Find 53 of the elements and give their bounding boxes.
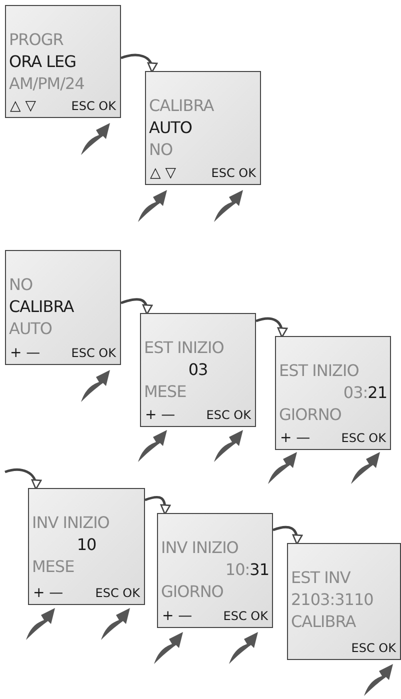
- display-text: INV INIZIO: [161, 538, 240, 558]
- lcd-screen: [287, 543, 401, 660]
- soft-key-labels: △ ▽: [10, 99, 36, 114]
- display-text: ORA LEG: [9, 52, 78, 72]
- display-text: AUTO: [149, 118, 194, 138]
- display-text: 10: [76, 535, 98, 555]
- soft-key-labels: + —: [10, 346, 40, 361]
- soft-key-labels: + —: [145, 408, 176, 423]
- soft-key-labels: + —: [162, 609, 192, 624]
- display-text: GIORNO: [161, 582, 224, 602]
- display-text: INV INIZIO: [32, 513, 110, 533]
- arrow: [120, 54, 157, 73]
- display-text: EST INV: [291, 568, 352, 588]
- display-text: MESE: [32, 557, 76, 577]
- lcd-screen: [157, 513, 273, 628]
- soft-key-labels: ESC OK: [95, 586, 140, 601]
- lcd-screen: [275, 336, 391, 450]
- soft-key-labels: + —: [280, 431, 310, 446]
- arrow: [4, 468, 41, 490]
- arrow: [272, 526, 302, 545]
- arrow: [120, 298, 152, 315]
- arrow: [256, 317, 288, 338]
- display-text: NO: [149, 140, 174, 160]
- lcd-screen: [5, 5, 121, 118]
- display-text: EST INIZIO: [144, 338, 225, 358]
- soft-key-labels: ESC OK: [71, 346, 116, 361]
- arrow: [144, 496, 170, 515]
- soft-key-labels: ESC OK: [223, 609, 268, 624]
- display-text: AUTO: [9, 319, 54, 339]
- display-text: 10:31: [224, 560, 269, 580]
- display-text: AM/PM/24: [9, 74, 86, 94]
- lcd-screen: [28, 488, 145, 605]
- soft-key-labels: ESC OK: [351, 641, 396, 656]
- display-text: 03: [187, 360, 209, 380]
- lcd-screen: [140, 313, 256, 427]
- display-text: PROGR: [9, 30, 64, 50]
- display-text: CALIBRA: [9, 297, 75, 317]
- soft-key-labels: + —: [33, 586, 64, 601]
- display-text: CALIBRA: [149, 96, 215, 116]
- lcd-screen: [145, 71, 261, 185]
- soft-key-labels: ESC OK: [211, 166, 256, 181]
- soft-key-labels: ESC OK: [71, 99, 116, 114]
- soft-key-labels: ESC OK: [206, 408, 251, 423]
- display-text: CALIBRA: [291, 612, 357, 632]
- display-text: MESE: [144, 382, 188, 402]
- display-text: GIORNO: [279, 405, 342, 425]
- display-text: 03:21: [342, 383, 387, 403]
- soft-key-labels: ESC OK: [341, 431, 386, 446]
- display-text: 2103:3110: [291, 590, 374, 610]
- display-text: EST INIZIO: [279, 361, 360, 381]
- display-text: NO: [9, 275, 34, 295]
- soft-key-labels: △ ▽: [150, 166, 176, 181]
- lcd-screen: [5, 250, 121, 365]
